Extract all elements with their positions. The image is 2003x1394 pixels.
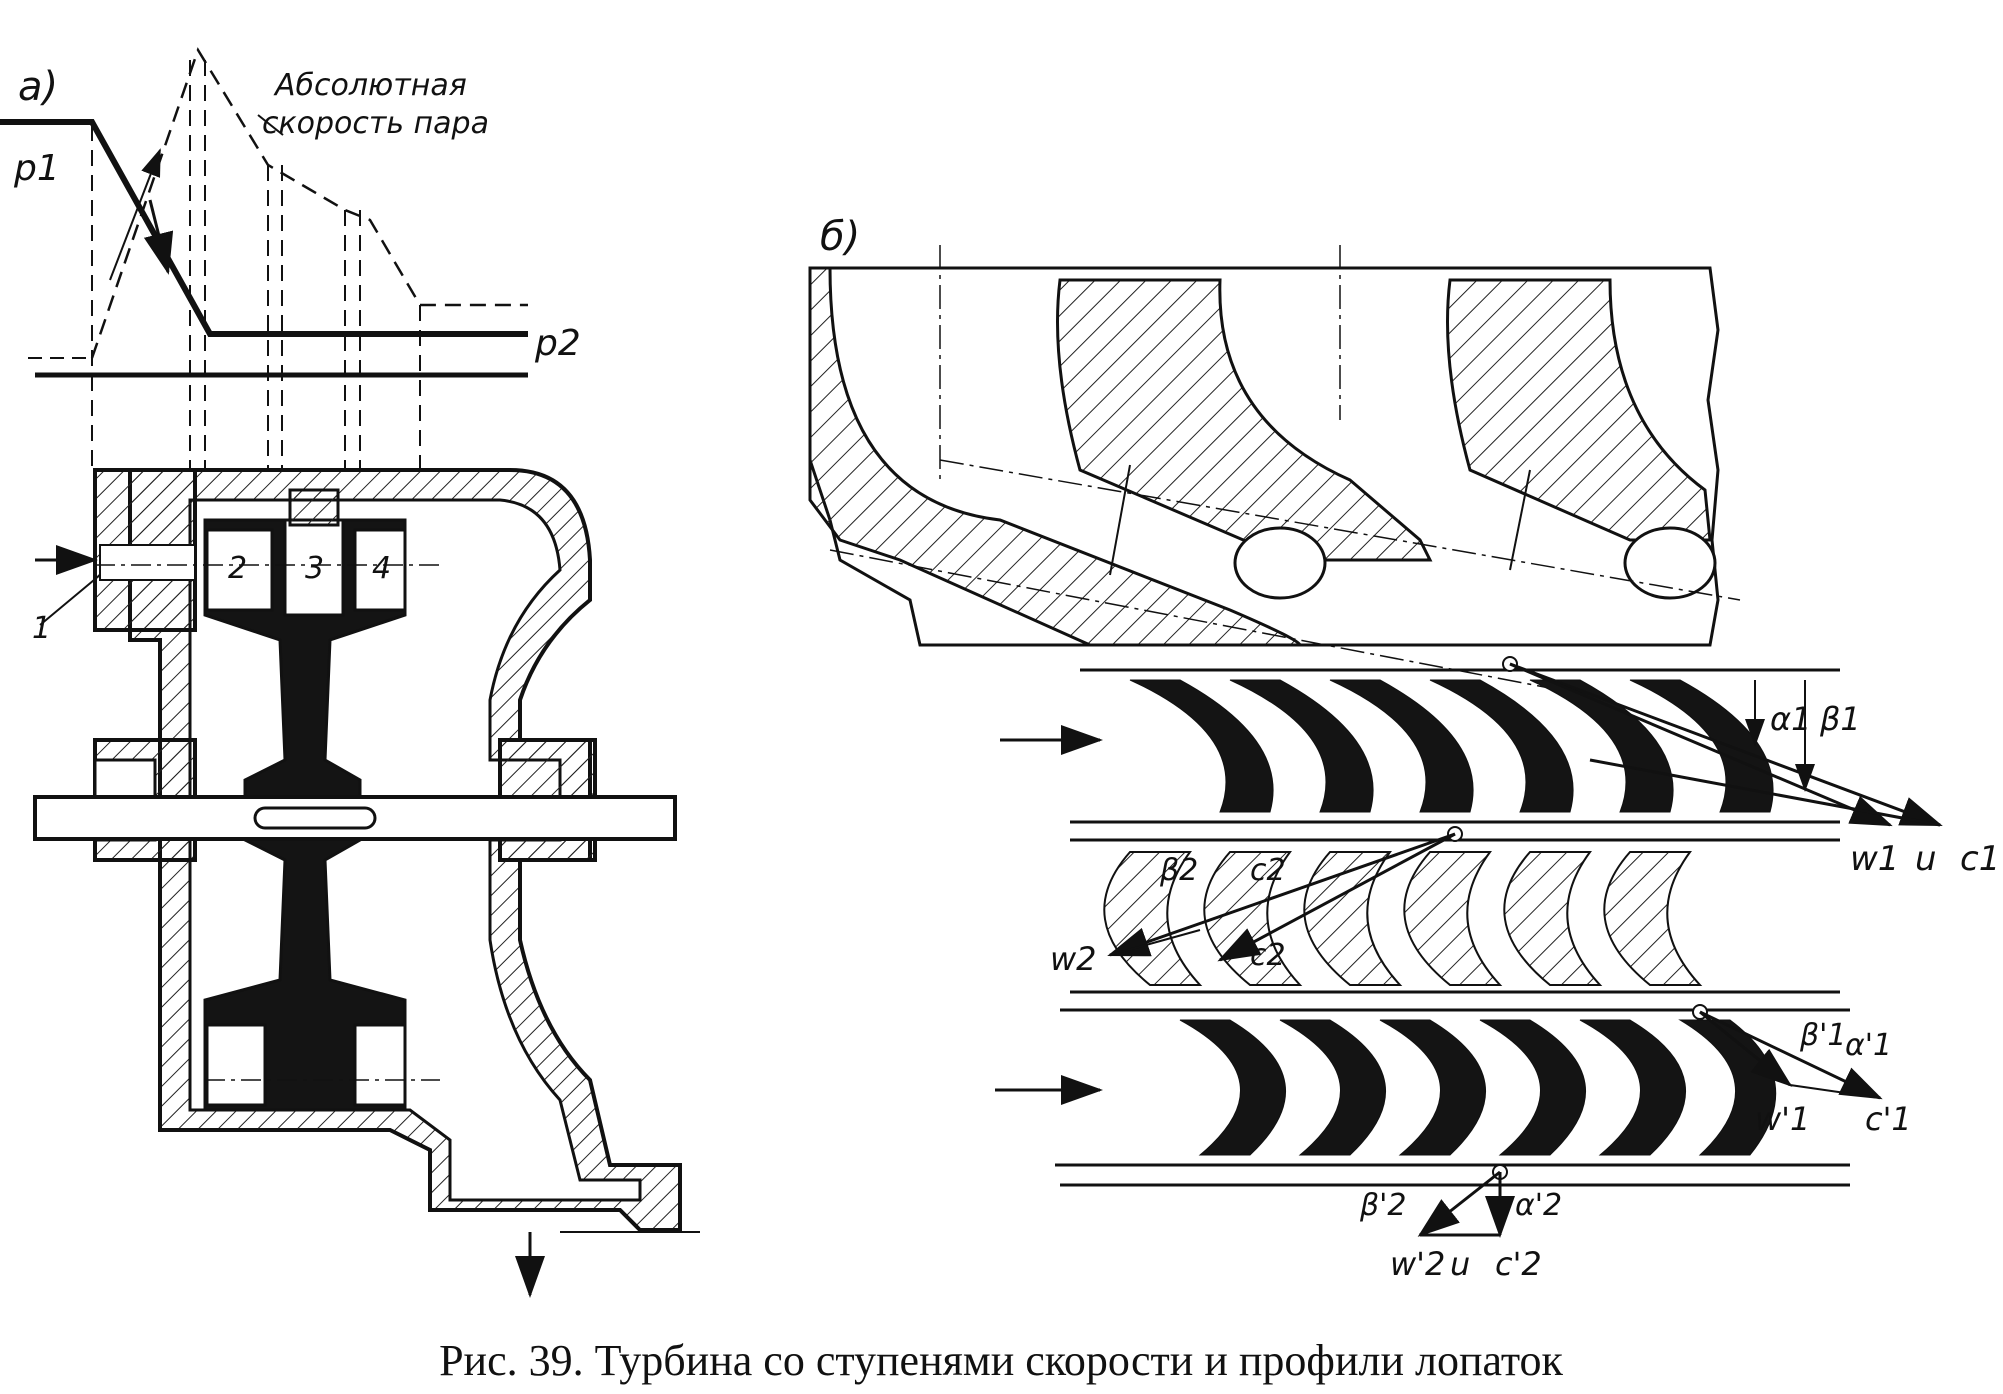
nozzle-wall-1 (808, 266, 1302, 647)
pressure-direction-arrow (143, 199, 174, 275)
stage-1-number: 1 (32, 611, 51, 646)
exit-velocity-triangle: β'2 α'2 w'2 u c'2 (1060, 1164, 1850, 1283)
throat-line-1 (1109, 464, 1131, 576)
guide-vane-3 (283, 518, 345, 617)
panel-a-label: а) (18, 64, 58, 110)
svg-text:β1: β1 (1819, 700, 1861, 738)
projection-lines (91, 60, 421, 470)
blade-row-2 (205, 528, 274, 612)
nozzle-exit-2 (1623, 526, 1717, 600)
blade-row-1: α1 β1 w1 u c1 (1000, 656, 2000, 879)
pressure-curve (0, 119, 528, 337)
svg-text:c2: c2 (1250, 938, 1286, 973)
nozzle-exit-1 (1233, 526, 1327, 600)
stage-2-number: 2 (228, 551, 247, 586)
pressure-velocity-graph: Абсолютная скорость пара p1 p2 (0, 47, 581, 470)
svg-text:u: u (1450, 1245, 1470, 1283)
svg-text:c'1: c'1 (1865, 1100, 1912, 1138)
svg-text:w1: w1 (1850, 839, 1899, 879)
stage-1-leader (39, 574, 101, 626)
panel-a: а) Абсолютная (0, 47, 700, 1298)
nozzle-axes (829, 245, 1741, 691)
svg-text:β'2: β'2 (1359, 1188, 1406, 1223)
blade-row-3: β'1 α'1 w'1 c'1 (995, 1004, 1912, 1167)
stage-4-number: 4 (372, 551, 391, 586)
throat-line-2 (1509, 469, 1531, 571)
lower-blade-right (353, 1023, 407, 1107)
svg-text:α1: α1 (1770, 700, 1811, 738)
svg-text:c1: c1 (1960, 839, 2000, 879)
nozzle-channel (99, 544, 196, 581)
svg-text:w'1: w'1 (1755, 1100, 1810, 1138)
panel-b-label: б) (820, 214, 860, 260)
panel-b: б) (808, 214, 2000, 1283)
svg-text:c2: c2 (1250, 853, 1286, 888)
svg-text:α'1: α'1 (1845, 1028, 1892, 1063)
lower-blade-left (205, 1023, 267, 1107)
blade-row-4 (353, 528, 407, 612)
svg-text:α'2: α'2 (1515, 1188, 1562, 1223)
svg-text:u: u (1915, 839, 1937, 879)
svg-text:β'1: β'1 (1799, 1018, 1846, 1053)
stage-3-number: 3 (305, 551, 324, 586)
p1-label: p1 (13, 148, 60, 189)
shaft-key (253, 806, 377, 830)
velocity-direction-arrow (109, 148, 161, 281)
nozzle-wall-2 (1056, 278, 1433, 562)
velocity-label-line2: скорость пара (262, 106, 489, 141)
svg-text:β2: β2 (1159, 853, 1198, 888)
blade-row-2-guide: β2 c2 w2 c2 (1050, 826, 1840, 994)
nozzle-wall-3 (1446, 278, 1712, 542)
svg-text:w2: w2 (1050, 940, 1097, 978)
guide-vane-holder (288, 488, 340, 527)
svg-text:w'2: w'2 (1390, 1245, 1445, 1283)
figure-caption: Рис. 39. Турбина со ступенями скорости и… (439, 1336, 1563, 1385)
velocity-leader (257, 114, 284, 136)
velocity-label-line1: Абсолютная (273, 68, 467, 103)
p2-label: p2 (534, 323, 581, 364)
turbine-section: 1 2 3 4 (32, 468, 700, 1298)
svg-text:c'2: c'2 (1495, 1245, 1542, 1283)
nozzle-section (808, 245, 1741, 691)
